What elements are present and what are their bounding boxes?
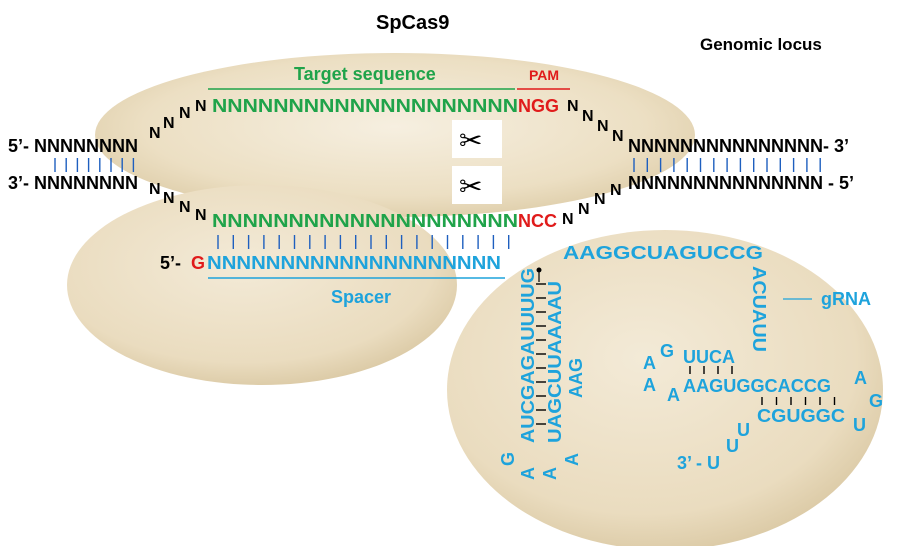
bottom-n8: N	[610, 182, 622, 199]
hairpin-u2: U	[726, 436, 739, 456]
top-n5: N	[567, 98, 579, 115]
bottom-n7: N	[594, 191, 606, 208]
title: SpCas9	[376, 12, 449, 34]
hairpin-ra: A	[854, 368, 867, 388]
hairpin-rg: G	[869, 391, 883, 411]
hairpin-vertical: ACUAUU	[749, 266, 769, 352]
cas9-upper-lobe	[95, 53, 695, 217]
bottom-strand-left: 3’- NNNNNNNN	[8, 173, 138, 193]
stem-loop-a3: A	[562, 453, 582, 466]
cas9-lower-lobe	[67, 185, 457, 385]
stem-loop-a1: A	[518, 467, 538, 480]
hairpin-a3: A	[667, 385, 680, 405]
hairpin-a2: A	[643, 375, 656, 395]
pam-label: PAM	[529, 67, 559, 83]
top-n1: N	[149, 125, 161, 142]
scissors-icon: ✂	[452, 120, 502, 158]
top-n6: N	[582, 108, 594, 125]
genomic-locus-label: Genomic locus	[700, 35, 822, 54]
stem-pair-ticks	[536, 272, 546, 425]
cas9-right-lobe	[447, 230, 883, 550]
top-n2: N	[163, 115, 175, 132]
hairpin-top: AAGGCUAGUCCG	[563, 243, 763, 263]
hairpin-uuca: UUCA	[683, 347, 735, 367]
bottom-n3: N	[179, 199, 191, 216]
cguggc-pair-ticks	[761, 397, 836, 405]
base-pair-ticks	[54, 158, 821, 249]
hairpin-aagugg: AAGUGGCACCG	[683, 376, 831, 396]
stem-loop-a2: A	[540, 467, 560, 480]
svg-text:✂: ✂	[459, 170, 482, 203]
top-strand-right: NNNNNNNNNNNNNNN- 3’	[628, 136, 849, 156]
stem-col3: AAG	[566, 358, 586, 398]
top-strand-left: 5’- NNNNNNNN	[8, 136, 138, 156]
uuca-pair-ticks	[689, 366, 733, 374]
svg-text:✂: ✂	[459, 124, 482, 157]
hairpin-g: G	[660, 341, 674, 361]
spacer-label: Spacer	[331, 287, 391, 307]
bottom-target: NNNNNNNNNNNNNNNNNNNN	[212, 211, 518, 231]
stem-dot	[536, 267, 542, 273]
target-sequence-label: Target sequence	[294, 64, 436, 84]
grna-g: G	[191, 253, 205, 273]
grna-spacer: NNNNNNNNNNNNNNNNNNNN	[207, 253, 501, 273]
bottom-n2: N	[163, 190, 175, 207]
bottom-n5: N	[562, 211, 574, 228]
bottom-n1: N	[149, 181, 161, 198]
top-pam: NGG	[518, 96, 559, 116]
top-n4: N	[195, 98, 207, 115]
hairpin-tail: 3’ - U	[677, 453, 720, 473]
hairpin-a1: A	[643, 353, 656, 373]
grna-label: gRNA	[821, 289, 871, 309]
top-target: NNNNNNNNNNNNNNNNNNNN	[212, 96, 518, 116]
hairpin-ru: U	[853, 415, 866, 435]
bottom-pam: NCC	[518, 211, 557, 231]
grna-5prime: 5’-	[160, 253, 181, 273]
bottom-strand-right: NNNNNNNNNNNNNNN - 5’	[628, 173, 854, 193]
top-n3: N	[179, 105, 191, 122]
stem-col1: AUCGAGAUUUUG	[518, 268, 538, 443]
bottom-n6: N	[578, 201, 590, 218]
hairpin-u1: U	[737, 420, 750, 440]
scissors-icon: ✂	[452, 166, 502, 204]
top-n8: N	[612, 128, 624, 145]
stem-col2: UAGCUUAAAAU	[545, 281, 565, 443]
hairpin-cguggc: CGUGGC	[757, 406, 845, 426]
bottom-n4: N	[195, 207, 207, 224]
stem-loop-g: G	[498, 452, 518, 466]
top-n7: N	[597, 118, 609, 135]
